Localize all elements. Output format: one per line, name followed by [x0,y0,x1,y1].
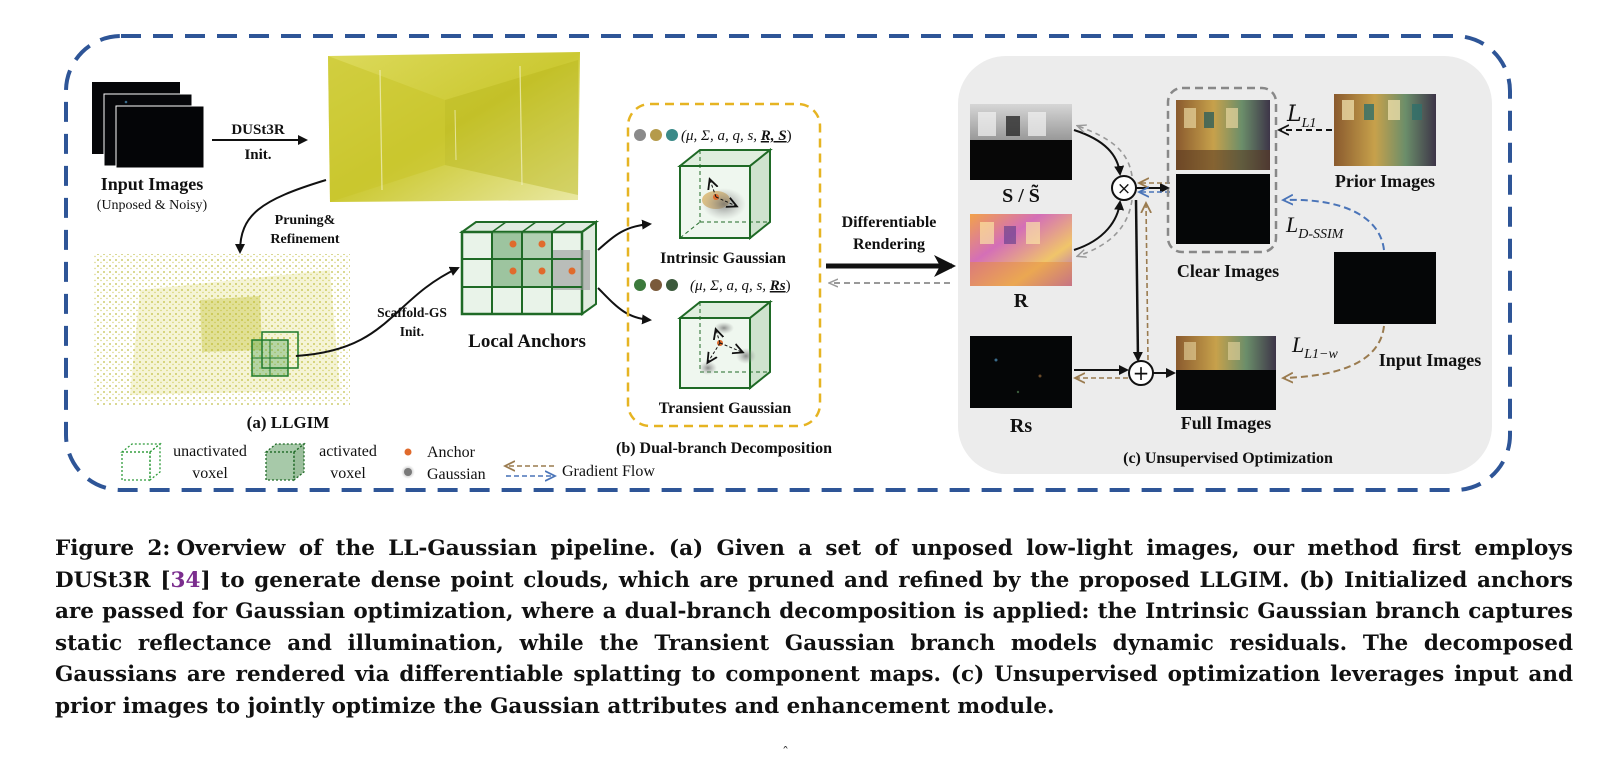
clear-image-2 [1176,174,1270,244]
loss-dssim: LD-SSIM [1285,212,1345,242]
legend-activated-line1: activated [319,443,377,460]
scaffold-label: Scaffold-GS [377,305,447,320]
legend-gradient-flow-label: Gradient Flow [562,463,655,480]
clear-images-box [1166,86,1278,254]
multiply-to-r-gradient [1078,199,1133,256]
transient-params: (μ, Σ, a, q, s, Rs) [690,278,791,294]
legend-unactivated-line2: voxel [192,465,228,482]
pipeline-diagram: Input Images (Unposed & Noisy) DUSt3R In… [64,34,1512,492]
input-to-full-l1w-arrow [1284,325,1385,378]
pruning-label: Pruning& [275,213,336,228]
legend-gaussian-core [404,468,412,476]
full-images-label: Full Images [1181,413,1272,433]
local-anchors-label: Local Anchors [468,331,586,352]
r-to-multiply-arrow [1073,200,1125,251]
llgim-label: (a) LLGIM [247,413,330,432]
s-map-image [970,104,1072,180]
dense-point-cloud [328,52,580,202]
loss-l1w: LL1−w [1291,332,1338,362]
clear-images-label: Clear Images [1177,261,1279,281]
caption-text-1: Overview of the LL-Gaussian pipeline. (a… [55,536,1573,593]
legend-activated-voxel-icon [264,442,306,482]
input-image-lowlight [1334,252,1436,324]
anchor-to-intrinsic-arrow [597,219,652,251]
anchor-to-transient-arrow [597,287,652,325]
multiply-to-add-arrow [1132,199,1143,362]
r-map-image [970,214,1072,286]
caption-ref-open: [ [160,567,171,593]
legend-activated-line2: voxel [330,465,366,482]
caption-ref-close: ] [200,567,211,593]
outer-frame [64,34,1512,492]
pruning-arrow [235,179,327,254]
input-to-clear-dssim-arrow [1284,200,1385,251]
input-images-label-2: Input Images [1379,350,1482,370]
rs-map-image [970,336,1072,408]
legend-gaussian-label: Gaussian [427,466,486,483]
caption-label: Figure 2: [55,536,171,561]
input-images-stack [92,82,205,169]
unsupervised-label: (c) Unsupervised Optimization [1123,450,1333,467]
refined-point-cloud [94,254,350,405]
r-map-label: R [1014,290,1029,312]
scaffold-init-label: Init. [400,324,424,339]
input-images-sublabel: (Unposed & Noisy) [97,198,208,213]
prior-image [1334,94,1436,166]
rs-map-label: Rs [1010,415,1032,437]
full-image-2 [1176,370,1276,410]
figure-caption: Figure 2:Overview of the LL-Gaussian pip… [55,533,1573,722]
dust3r-init-label: Init. [244,147,271,163]
add-to-multiply-gradient [1146,204,1148,361]
scaffold-arrow [295,266,460,357]
intrinsic-gaussian-label: Intrinsic Gaussian [660,250,786,267]
loss-l1: LL1 [1286,102,1316,131]
transient-gaussian-cube [677,299,773,391]
legend-unactivated-line1: unactivated [173,443,247,460]
multiply-symbol: × [1117,179,1131,199]
add-symbol: + [1133,361,1150,385]
dual-branch-label: (b) Dual-branch Decomposition [616,440,832,457]
transient-gaussian-label: Transient Gaussian [659,400,792,417]
refinement-label: Refinement [270,232,340,247]
activated-voxel-cluster [251,331,299,377]
intrinsic-gaussian-cube [677,147,773,241]
intrinsic-gaussian-dots [634,129,678,141]
input-images-label: Input Images [101,174,204,194]
caption-text-2: to generate dense point clouds, which ar… [55,567,1574,719]
local-anchors-grid [458,220,600,316]
rendering-label: Rendering [853,236,925,253]
footer-mark: ˆ [782,745,789,761]
differentiable-label: Differentiable [842,214,937,231]
legend-anchor-icon [404,448,412,456]
legend-anchor-label: Anchor [427,444,476,461]
transient-gaussian-dots [634,279,678,291]
dual-branch-box [626,102,822,428]
s-map-label: S / S̃ [1002,184,1040,207]
caption-citation-link[interactable]: 34 [170,567,201,593]
legend-unactivated-voxel-icon [120,442,162,482]
clear-image-1 [1176,100,1270,170]
prior-images-label: Prior Images [1335,171,1435,191]
intrinsic-params: (μ, Σ, a, q, s, R, S) [681,128,792,144]
dust3r-label: DUSt3R [231,122,285,138]
